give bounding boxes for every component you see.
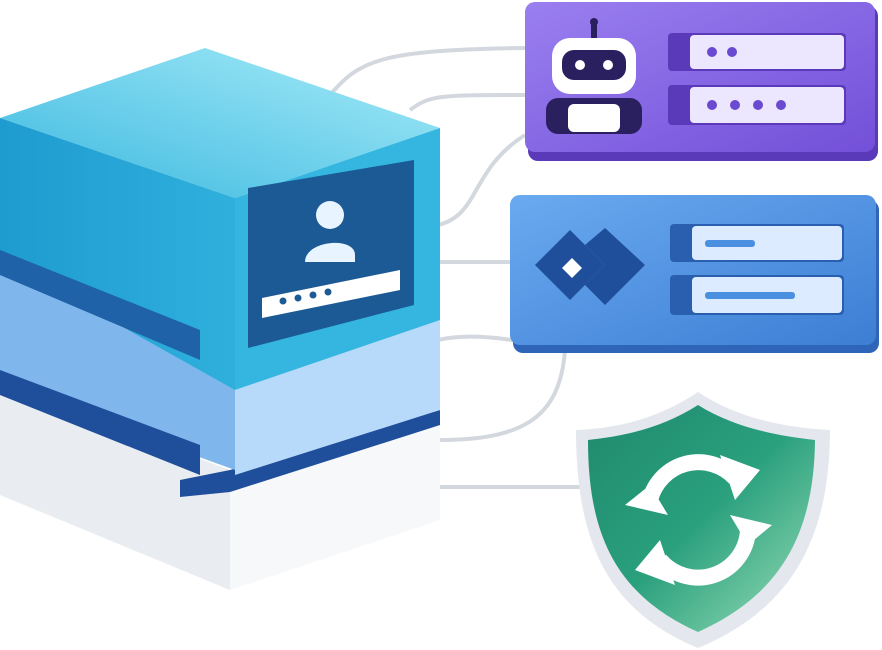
field-bar-1	[670, 224, 844, 262]
connector-lines	[328, 46, 585, 489]
diamond-link-icon	[535, 228, 645, 305]
password-field-1	[668, 33, 846, 71]
connector-card	[510, 195, 879, 353]
robot-icon	[546, 18, 642, 134]
ai-robot-card	[525, 2, 878, 161]
login-panel	[248, 160, 414, 348]
field-bar-2	[670, 275, 844, 315]
sync-arrowheads	[625, 455, 772, 585]
server-layer-middle	[0, 258, 440, 475]
password-field-2	[668, 85, 846, 125]
password-field-icon	[262, 270, 400, 318]
shield	[576, 392, 830, 648]
user-icon	[305, 201, 355, 262]
sync-arrows-icon	[642, 454, 756, 586]
